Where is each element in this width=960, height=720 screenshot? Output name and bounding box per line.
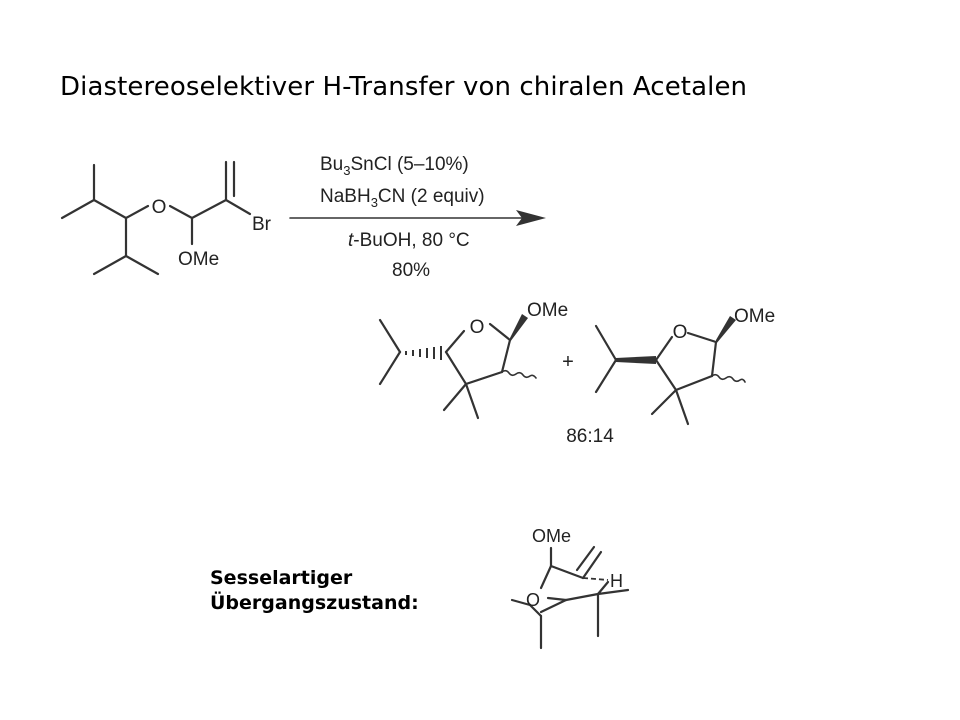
product-1-o-label: O xyxy=(470,317,485,338)
product-2-molecule: O OMe xyxy=(594,306,775,426)
transition-state-structure: OMe O H xyxy=(510,526,630,650)
substrate-br-label: Br xyxy=(252,214,272,235)
product-ratio: 86:14 xyxy=(566,426,614,447)
product-1-ome-label: OMe xyxy=(527,300,568,321)
reagent-line-1: Bu3SnCl (5–10%) xyxy=(320,154,469,178)
product-1-molecule: O OMe xyxy=(378,300,568,420)
slide-title: Diastereoselektiver H-Transfer von chira… xyxy=(60,72,748,102)
ts-h-label: H xyxy=(610,571,623,591)
reaction-arrow xyxy=(289,210,546,226)
ts-o-label: O xyxy=(526,590,540,610)
plus-sign: + xyxy=(562,351,574,373)
reaction-yield: 80% xyxy=(392,260,430,281)
transition-state-label: Sesselartiger Übergangszustand: xyxy=(210,566,419,615)
substrate-molecule: O Br OMe xyxy=(60,160,272,276)
ts-ome-label: OMe xyxy=(532,526,571,546)
ts-label-line-2: Übergangszustand: xyxy=(210,591,419,614)
product-2-ome-label: OMe xyxy=(734,306,775,327)
reagent-line-3: t-BuOH, 80 °C xyxy=(348,230,470,251)
reagent-line-2: NaBH3CN (2 equiv) xyxy=(320,186,485,210)
ts-label-line-1: Sesselartiger xyxy=(210,567,353,589)
product-2-o-label: O xyxy=(673,322,688,343)
substrate-o-label: O xyxy=(152,197,167,218)
substrate-ome-label: OMe xyxy=(178,249,219,270)
